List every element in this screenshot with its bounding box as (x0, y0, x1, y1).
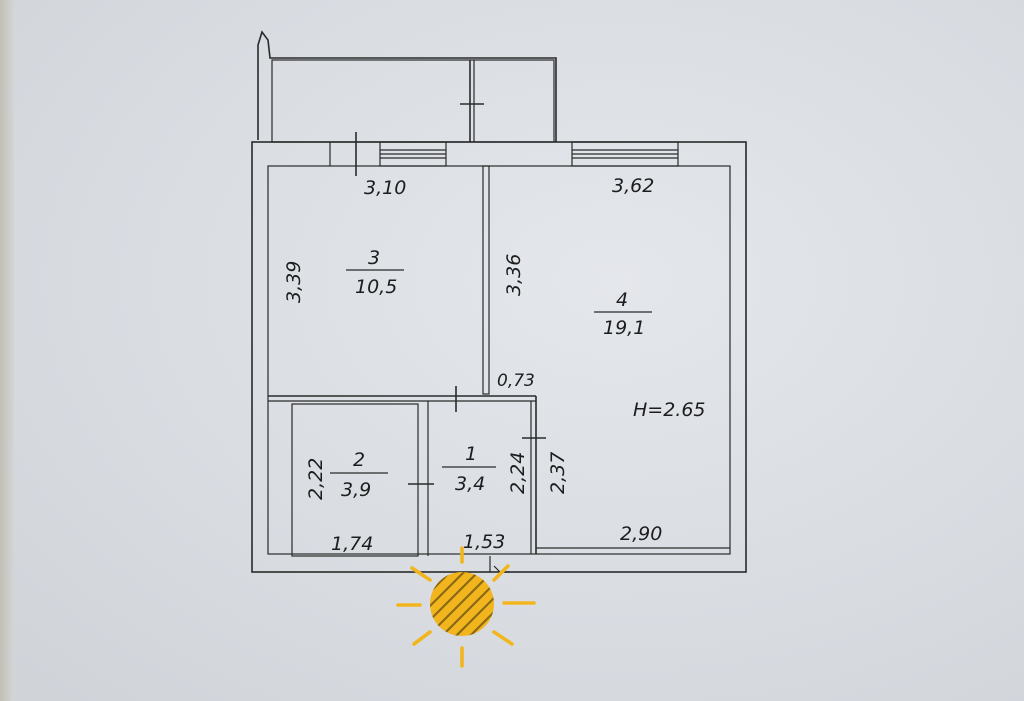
room-4-width-top: 3,62 (612, 175, 654, 197)
window-room-3 (379, 141, 447, 167)
room-4-number: 4 (616, 289, 628, 311)
room-3-width: 3,10 (364, 177, 406, 199)
balcony (257, 30, 557, 143)
room-2: 2,22 2 3,9 1,74 (305, 449, 388, 555)
ceiling-height: H=2.65 (633, 399, 706, 421)
room-4-niche: 0,73 (497, 371, 535, 391)
room-2-number: 2 (353, 449, 365, 471)
interior-walls (268, 165, 730, 573)
room-4-length: 3,36 (503, 254, 525, 296)
room-1-length: 2,24 (507, 452, 529, 494)
sun-icon (396, 546, 536, 668)
room-4-width-bottom: 2,90 (620, 523, 662, 545)
window-room-4 (571, 141, 679, 167)
room-2-area: 3,9 (341, 479, 371, 501)
room-3-area: 10,5 (355, 276, 397, 298)
room-1-area: 3,4 (455, 473, 485, 495)
balcony-door (329, 132, 357, 176)
room-1: 1 3,4 2,24 1,53 (442, 443, 529, 553)
room-4-area: 19,1 (603, 317, 645, 339)
room-4: 3,62 3,36 4 19,1 0,73 H=2.65 2,37 2,90 (497, 175, 706, 545)
room-1-width: 1,53 (463, 531, 505, 553)
paper-edge (0, 0, 14, 701)
room-2-length: 2,22 (305, 458, 327, 500)
outer-walls (251, 141, 747, 573)
room-3-length: 3,39 (283, 261, 305, 303)
room-4-length-lower: 2,37 (547, 452, 569, 494)
room-2-width: 1,74 (331, 533, 373, 555)
room-1-number: 1 (465, 443, 477, 465)
room-3: 3,10 3,39 3 10,5 (283, 177, 406, 303)
room-3-number: 3 (368, 247, 380, 269)
